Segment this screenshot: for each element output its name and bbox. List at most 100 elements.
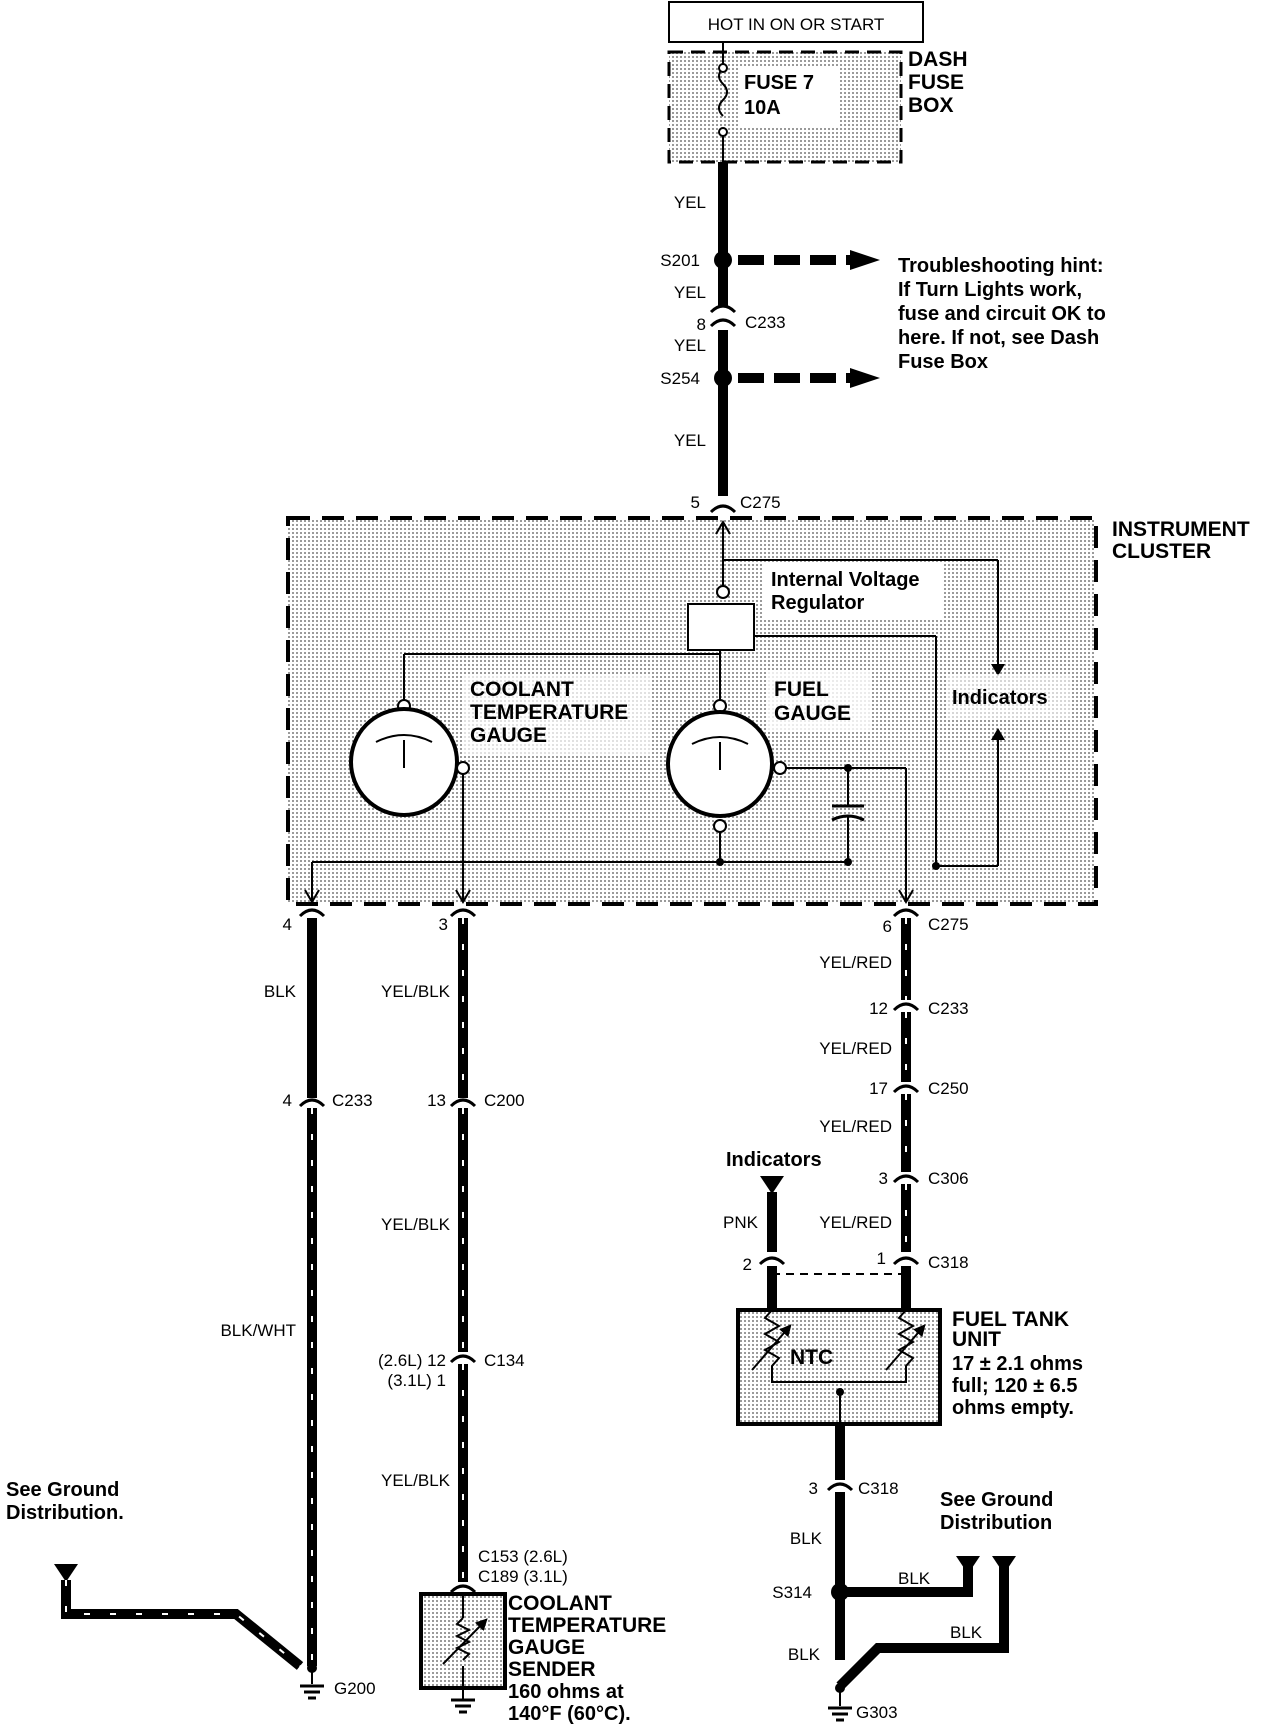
- c306-connector-icon: [892, 1174, 920, 1184]
- g303-ground-arrow-icon: [992, 1556, 1016, 1574]
- fuse-box-label-2: FUSE: [908, 71, 964, 94]
- fuse-icon: [718, 67, 728, 117]
- g200-label: G200: [334, 1679, 376, 1698]
- c189-label: C189 (3.1L): [478, 1567, 568, 1586]
- voltage-regulator: [687, 603, 755, 651]
- splice-s254-label: S254: [660, 369, 700, 388]
- indicators-arrow-icon: [760, 1176, 784, 1194]
- fuel-gauge-bottom-terminal: [713, 819, 727, 833]
- splice-s201: [714, 251, 732, 269]
- c250-connector-icon: [892, 1084, 920, 1094]
- c153-connector-icon: [449, 1584, 477, 1594]
- pin-4-c275: 4: [283, 915, 292, 934]
- c318-pnk-connector-icon: [758, 1256, 786, 1266]
- ground-arrow-icon: [304, 889, 320, 904]
- indicators-pnk-label: Indicators: [726, 1149, 822, 1171]
- c233-connector-icon-2: [709, 318, 737, 328]
- c275-label-top: C275: [740, 493, 781, 512]
- pin-6-c275: 6: [883, 917, 892, 936]
- c153-label: C153 (2.6L): [478, 1547, 568, 1566]
- ground-dist-left-arrow-icon: [54, 1564, 78, 1582]
- c275-pin-5: 5: [691, 493, 700, 512]
- fuel-tank-spec-2: full; 120 ± 6.5: [952, 1375, 1077, 1397]
- sender-spec-1: 160 ohms at: [508, 1681, 624, 1703]
- s314-ground-arrow-icon: [956, 1556, 980, 1574]
- yel-label-3: YEL: [674, 336, 706, 355]
- see-ground-left-2: Distribution.: [6, 1502, 124, 1524]
- pin-3-c275: 3: [439, 915, 448, 934]
- g303-label: G303: [856, 1703, 898, 1722]
- ntc-left-arrow-icon: [751, 1324, 792, 1371]
- coolant-gauge-scale-icon: [375, 734, 433, 743]
- fuel-gauge-side-terminal: [773, 761, 787, 775]
- hint-line-4: here. If not, see Dash: [898, 327, 1099, 349]
- coolant-label-bg: [464, 674, 650, 754]
- regulator-label-1: Internal Voltage: [771, 569, 920, 591]
- blk-label-1: BLK: [264, 982, 297, 1001]
- c233-fuel-label: C233: [928, 999, 969, 1018]
- yel-label-2: YEL: [674, 283, 706, 302]
- blk-label-fuel-1: BLK: [790, 1529, 823, 1548]
- fuel-gauge-scale-icon: [691, 736, 749, 745]
- c134-connector-icon: [449, 1354, 477, 1364]
- coolant-gauge-side-terminal: [456, 761, 470, 775]
- fuel-output-arrow-icon: [898, 889, 914, 904]
- splice-s314-label: S314: [772, 1583, 812, 1602]
- fuse-name: FUSE 7: [744, 72, 814, 94]
- sender-title-2: TEMPERATURE: [508, 1614, 666, 1637]
- fuse-terminal-top: [718, 63, 728, 73]
- yel-blk-label-3: YEL/BLK: [381, 1471, 451, 1490]
- sender-spec-2: 140°F (60°C).: [508, 1703, 631, 1725]
- hint-line-5: Fuse Box: [898, 351, 988, 373]
- c318-bottom-pin-3: 3: [809, 1479, 818, 1498]
- c275-yelred-connector-icon: [892, 908, 920, 918]
- cluster-feed-arrow-icon: [715, 520, 731, 535]
- blk-label-g303: BLK: [950, 1623, 983, 1642]
- c134-label: C134: [484, 1351, 525, 1370]
- c200-connector-icon: [449, 1098, 477, 1108]
- c275-yelblk-connector-icon: [449, 908, 477, 918]
- hint-line-3: fuse and circuit OK to: [898, 303, 1106, 325]
- c318-bottom-connector-icon: [826, 1482, 854, 1492]
- fuse-box-label-1: DASH: [908, 48, 968, 71]
- indicator-arrow-down-icon: [991, 664, 1005, 676]
- c250-pin-17: 17: [869, 1079, 888, 1098]
- fuel-gauge-label-2: GAUGE: [774, 702, 851, 725]
- c318-pin-1: 1: [877, 1249, 886, 1268]
- coolant-output-arrow-icon: [455, 889, 471, 904]
- s201-arrow-icon: [850, 250, 880, 270]
- coolant-gauge-label-3: GAUGE: [470, 724, 547, 747]
- c200-label: C200: [484, 1091, 525, 1110]
- blk-label-fuel-2: BLK: [788, 1645, 821, 1664]
- c233-pin-12: 12: [869, 999, 888, 1018]
- regulator-terminal: [716, 585, 730, 599]
- c233-blk-label: C233: [332, 1091, 373, 1110]
- sender-variable-arrow-icon: [442, 1618, 488, 1665]
- fuse-rating: 10A: [744, 97, 781, 119]
- ntc-label: NTC: [790, 1346, 833, 1369]
- sender-resistor-icon: [454, 1617, 472, 1661]
- c275-blk-connector-icon: [298, 908, 326, 918]
- indicator-arrow-up-icon: [991, 728, 1005, 740]
- cluster-label-2: CLUSTER: [1112, 540, 1211, 563]
- ground-dist-left-wire: [61, 1580, 304, 1670]
- c233-blk-pin-4: 4: [283, 1091, 292, 1110]
- c318-yelred-connector-icon: [892, 1256, 920, 1266]
- c233-pin-8: 8: [697, 315, 706, 334]
- fuel-tank-spec-1: 17 ± 2.1 ohms: [952, 1353, 1083, 1375]
- fuel-tank-title-2: UNIT: [952, 1328, 1001, 1351]
- power-source-box: [668, 1, 924, 43]
- g303-blk-wire: [836, 1562, 1009, 1690]
- hint-line-2: If Turn Lights work,: [898, 279, 1082, 301]
- yel-blk-label-2: YEL/BLK: [381, 1215, 451, 1234]
- ground-dist-left-stripe: [65, 1580, 301, 1667]
- power-source-label: HOT IN ON OR START: [708, 15, 885, 34]
- yel-blk-label-1: YEL/BLK: [381, 982, 451, 1001]
- see-ground-right-2: Distribution: [940, 1512, 1052, 1534]
- fuse-box-label-3: BOX: [908, 94, 954, 117]
- c275-label-bottom: C275: [928, 915, 969, 934]
- regulator-label-bg: [764, 562, 944, 618]
- c233-fuel-connector-icon: [892, 1002, 920, 1012]
- c318-label-top: C318: [928, 1253, 969, 1272]
